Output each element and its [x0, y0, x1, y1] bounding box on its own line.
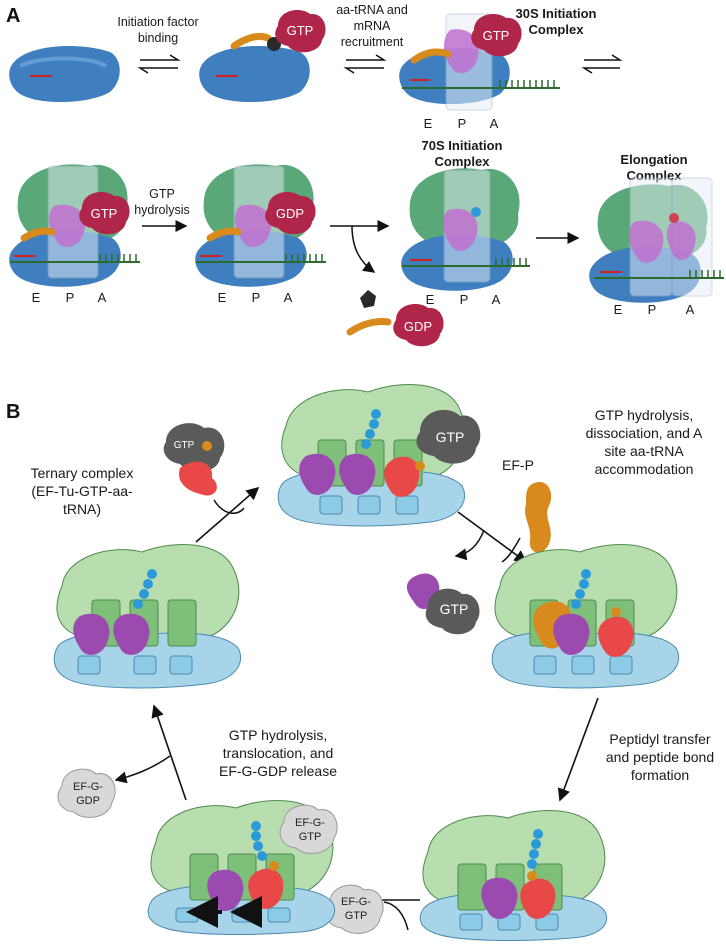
a-30s-title-1: 30S Initiation [516, 6, 597, 21]
a-elongation-complex [589, 177, 724, 303]
b-efg-gtp-bound-text-1: EF-G- [295, 817, 325, 829]
a-equilibrium-arrow-1 [137, 54, 181, 74]
b-arrow-efg-release [114, 755, 171, 784]
b-ribosome-left [53, 544, 242, 689]
b-released-gtp-text: GTP [440, 601, 469, 617]
a-elong-title-1: Elongation [620, 152, 687, 167]
b-efg-gtp-bound: EF-G- GTP [279, 804, 338, 854]
a-site-a-2: A [98, 290, 107, 305]
b-efg-gtp-bound-text-2: GTP [299, 831, 322, 843]
b-hydrolysis-label-2: dissociation, and A [586, 425, 703, 441]
a-site-p-4: P [460, 292, 469, 307]
a-70s-title-2: Complex [435, 154, 491, 169]
b-efg-gtp-in-text-2: GTP [345, 910, 368, 922]
b-efg-gdp-text-2: GDP [76, 795, 100, 807]
b-efg-gdp-text-1: EF-G- [73, 781, 103, 793]
a-step1-label-1: Initiation factor [117, 15, 198, 29]
a-step2-label-2: mRNA [354, 19, 391, 33]
if2-gtp-blob [275, 10, 326, 53]
a-arrow-release [351, 225, 376, 273]
panel-b-label: B [6, 401, 20, 423]
a-70s-initiation-complex [401, 168, 530, 291]
b-efg-gdp-released: EF-G- GDP [57, 768, 116, 818]
a-site-p-3: P [252, 290, 261, 305]
a-step1-label-2: binding [138, 31, 178, 45]
a-step2-label-1: aa-tRNA and [336, 3, 408, 17]
b-arrow-top-to-right [457, 511, 528, 563]
b-ribosome-bottom-right [419, 810, 608, 941]
b-translocation-label-1: GTP hydrolysis, [229, 727, 328, 743]
a-70s-complex-gdp: GDP [195, 164, 326, 287]
b-top-gtp-text: GTP [436, 429, 465, 445]
a-site-e-5: E [614, 302, 623, 317]
a-gtp-hydrolysis-2: hydrolysis [134, 203, 190, 217]
a-site-a-4: A [492, 292, 501, 307]
a-released-gdp-text: GDP [404, 319, 432, 334]
a-site-e-3: E [218, 290, 227, 305]
b-hydrolysis-label-1: GTP hydrolysis, [595, 407, 694, 423]
b-ribosome-top: GTP [277, 384, 481, 527]
b-peptidyl-label-2: and peptide bond [606, 749, 714, 765]
a-site-e-2: E [32, 290, 41, 305]
a-site-a-5: A [686, 302, 695, 317]
a-site-a-3: A [284, 290, 293, 305]
a-30s-title-2: Complex [529, 22, 585, 37]
a-equilibrium-arrow-3 [581, 54, 623, 74]
a-site-p-5: P [648, 302, 657, 317]
a-30s-gtp-text: GTP [483, 28, 510, 43]
b-arrow-efp-join [501, 537, 521, 563]
b-arrow-right-to-bottomright [557, 697, 599, 802]
a-site-p-1: P [458, 116, 467, 131]
b-efg-gtp-incoming: EF-G- GTP [325, 884, 384, 934]
a-70s-gdp-text: GDP [276, 206, 304, 221]
b-hydrolysis-label-3: site aa-tRNA [604, 443, 684, 459]
a-step2-label-3: recruitment [341, 35, 404, 49]
b-ternary-gtp-text: GTP [174, 440, 195, 451]
a-if2-gtp-text-1: GTP [287, 23, 314, 38]
b-arrow-bottomleft-to-left [151, 704, 187, 801]
b-ternary-complex: GTP [163, 423, 225, 496]
a-70s-gtp-text: GTP [91, 206, 118, 221]
a-site-a-1: A [490, 116, 499, 131]
a-30s-initiation-complex: GTP [399, 13, 560, 111]
b-arrow-ternary-entry [195, 486, 260, 543]
a-site-e-1: E [424, 116, 433, 131]
panel-a-label: A [6, 5, 20, 27]
b-translocation-label-3: EF-G-GDP release [219, 763, 337, 779]
a-70s-title-1: 70S Initiation [422, 138, 503, 153]
b-arrow-ternary-join [213, 499, 245, 514]
a-site-e-4: E [426, 292, 435, 307]
b-hydrolysis-label-4: accommodation [595, 461, 694, 477]
b-arrow-efg-join [383, 901, 409, 931]
a-site-p-2: P [66, 290, 75, 305]
a-released-factors: GDP [346, 290, 444, 347]
a-30s-subunit-1 [9, 46, 120, 103]
a-gtp-hydrolysis-1: GTP [149, 187, 175, 201]
a-30s-subunit-2: GTP [199, 10, 326, 103]
b-ternary-label-2: (EF-Tu-GTP-aa- [31, 483, 133, 499]
b-efg-gtp-in-text-1: EF-G- [341, 896, 371, 908]
b-released-gtp: GTP [425, 588, 480, 635]
a-equilibrium-arrow-2 [343, 54, 387, 74]
b-translocation-label-2: translocation, and [223, 745, 334, 761]
b-efp-factor [525, 482, 552, 553]
if3-black [267, 37, 281, 51]
b-efp-label: EF-P [502, 457, 534, 473]
b-ternary-label-3: tRNA) [63, 501, 101, 517]
b-arrow-release [454, 529, 485, 561]
if1-orange [230, 32, 272, 50]
a-70s-complex-gtp: GTP [9, 164, 140, 287]
b-ribosome-right [491, 544, 680, 689]
b-peptidyl-label-3: formation [631, 767, 689, 783]
b-ternary-label-1: Ternary complex [31, 465, 134, 481]
b-peptidyl-label-1: Peptidyl transfer [609, 731, 710, 747]
